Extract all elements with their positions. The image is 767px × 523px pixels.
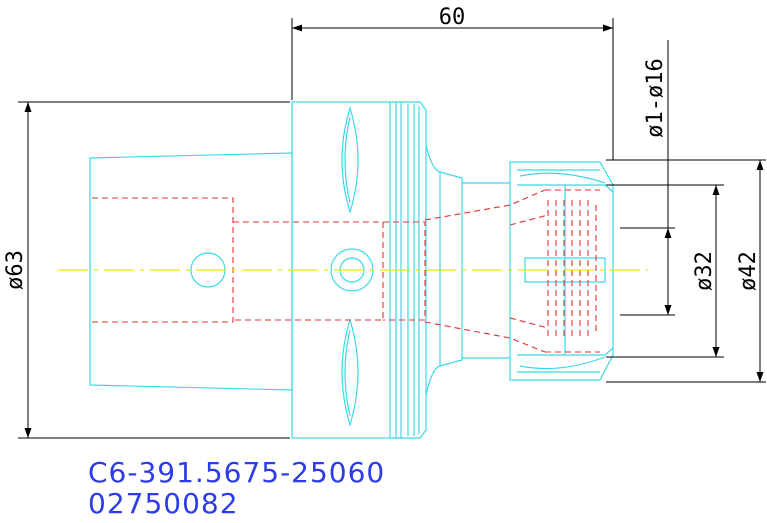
part-number: C6-391.5675-25060 <box>88 456 386 489</box>
collet-range-label: ø1-ø16 <box>643 58 668 137</box>
dimension-lines <box>18 18 766 439</box>
order-code: 02750082 <box>88 487 239 520</box>
nut-inner-diameter-label: ø32 <box>692 251 717 291</box>
nut-outer-diameter-label: ø42 <box>736 251 761 291</box>
tool-holder-outline <box>89 101 614 439</box>
hidden-lines <box>92 189 600 353</box>
length-dimension-label: 60 <box>439 5 466 30</box>
flange-diameter-label: ø63 <box>3 250 28 290</box>
